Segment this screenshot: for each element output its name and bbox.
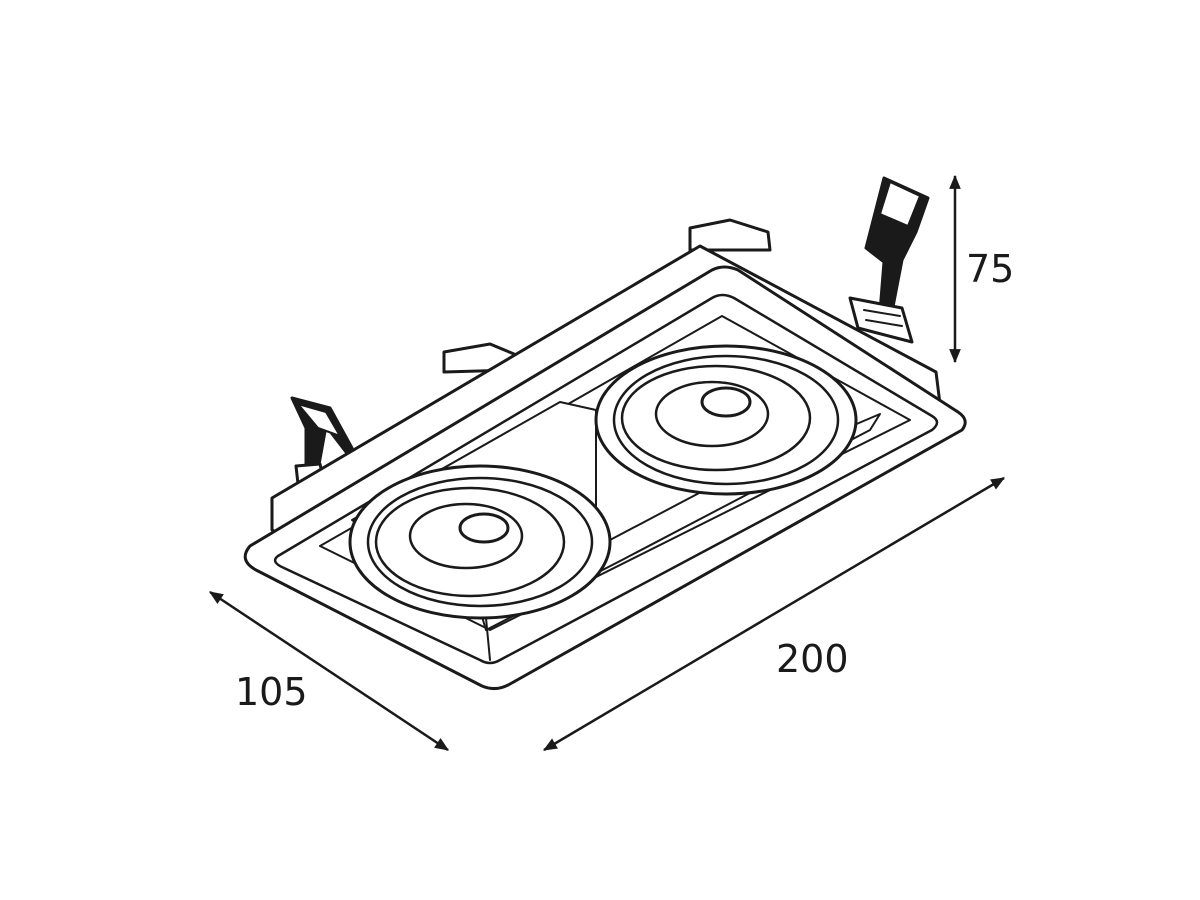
dimension-line-length <box>542 476 1006 752</box>
spring-clip-right <box>848 176 930 344</box>
spring-clip-left <box>290 396 354 486</box>
lamp-module-front <box>348 464 612 620</box>
dimension-line-depth <box>209 590 449 752</box>
dimension-label-depth: 105 <box>235 670 308 714</box>
dimension-label-length: 200 <box>776 637 849 681</box>
lamp-module-rear <box>594 344 858 496</box>
dimension-label-height: 75 <box>966 247 1015 291</box>
